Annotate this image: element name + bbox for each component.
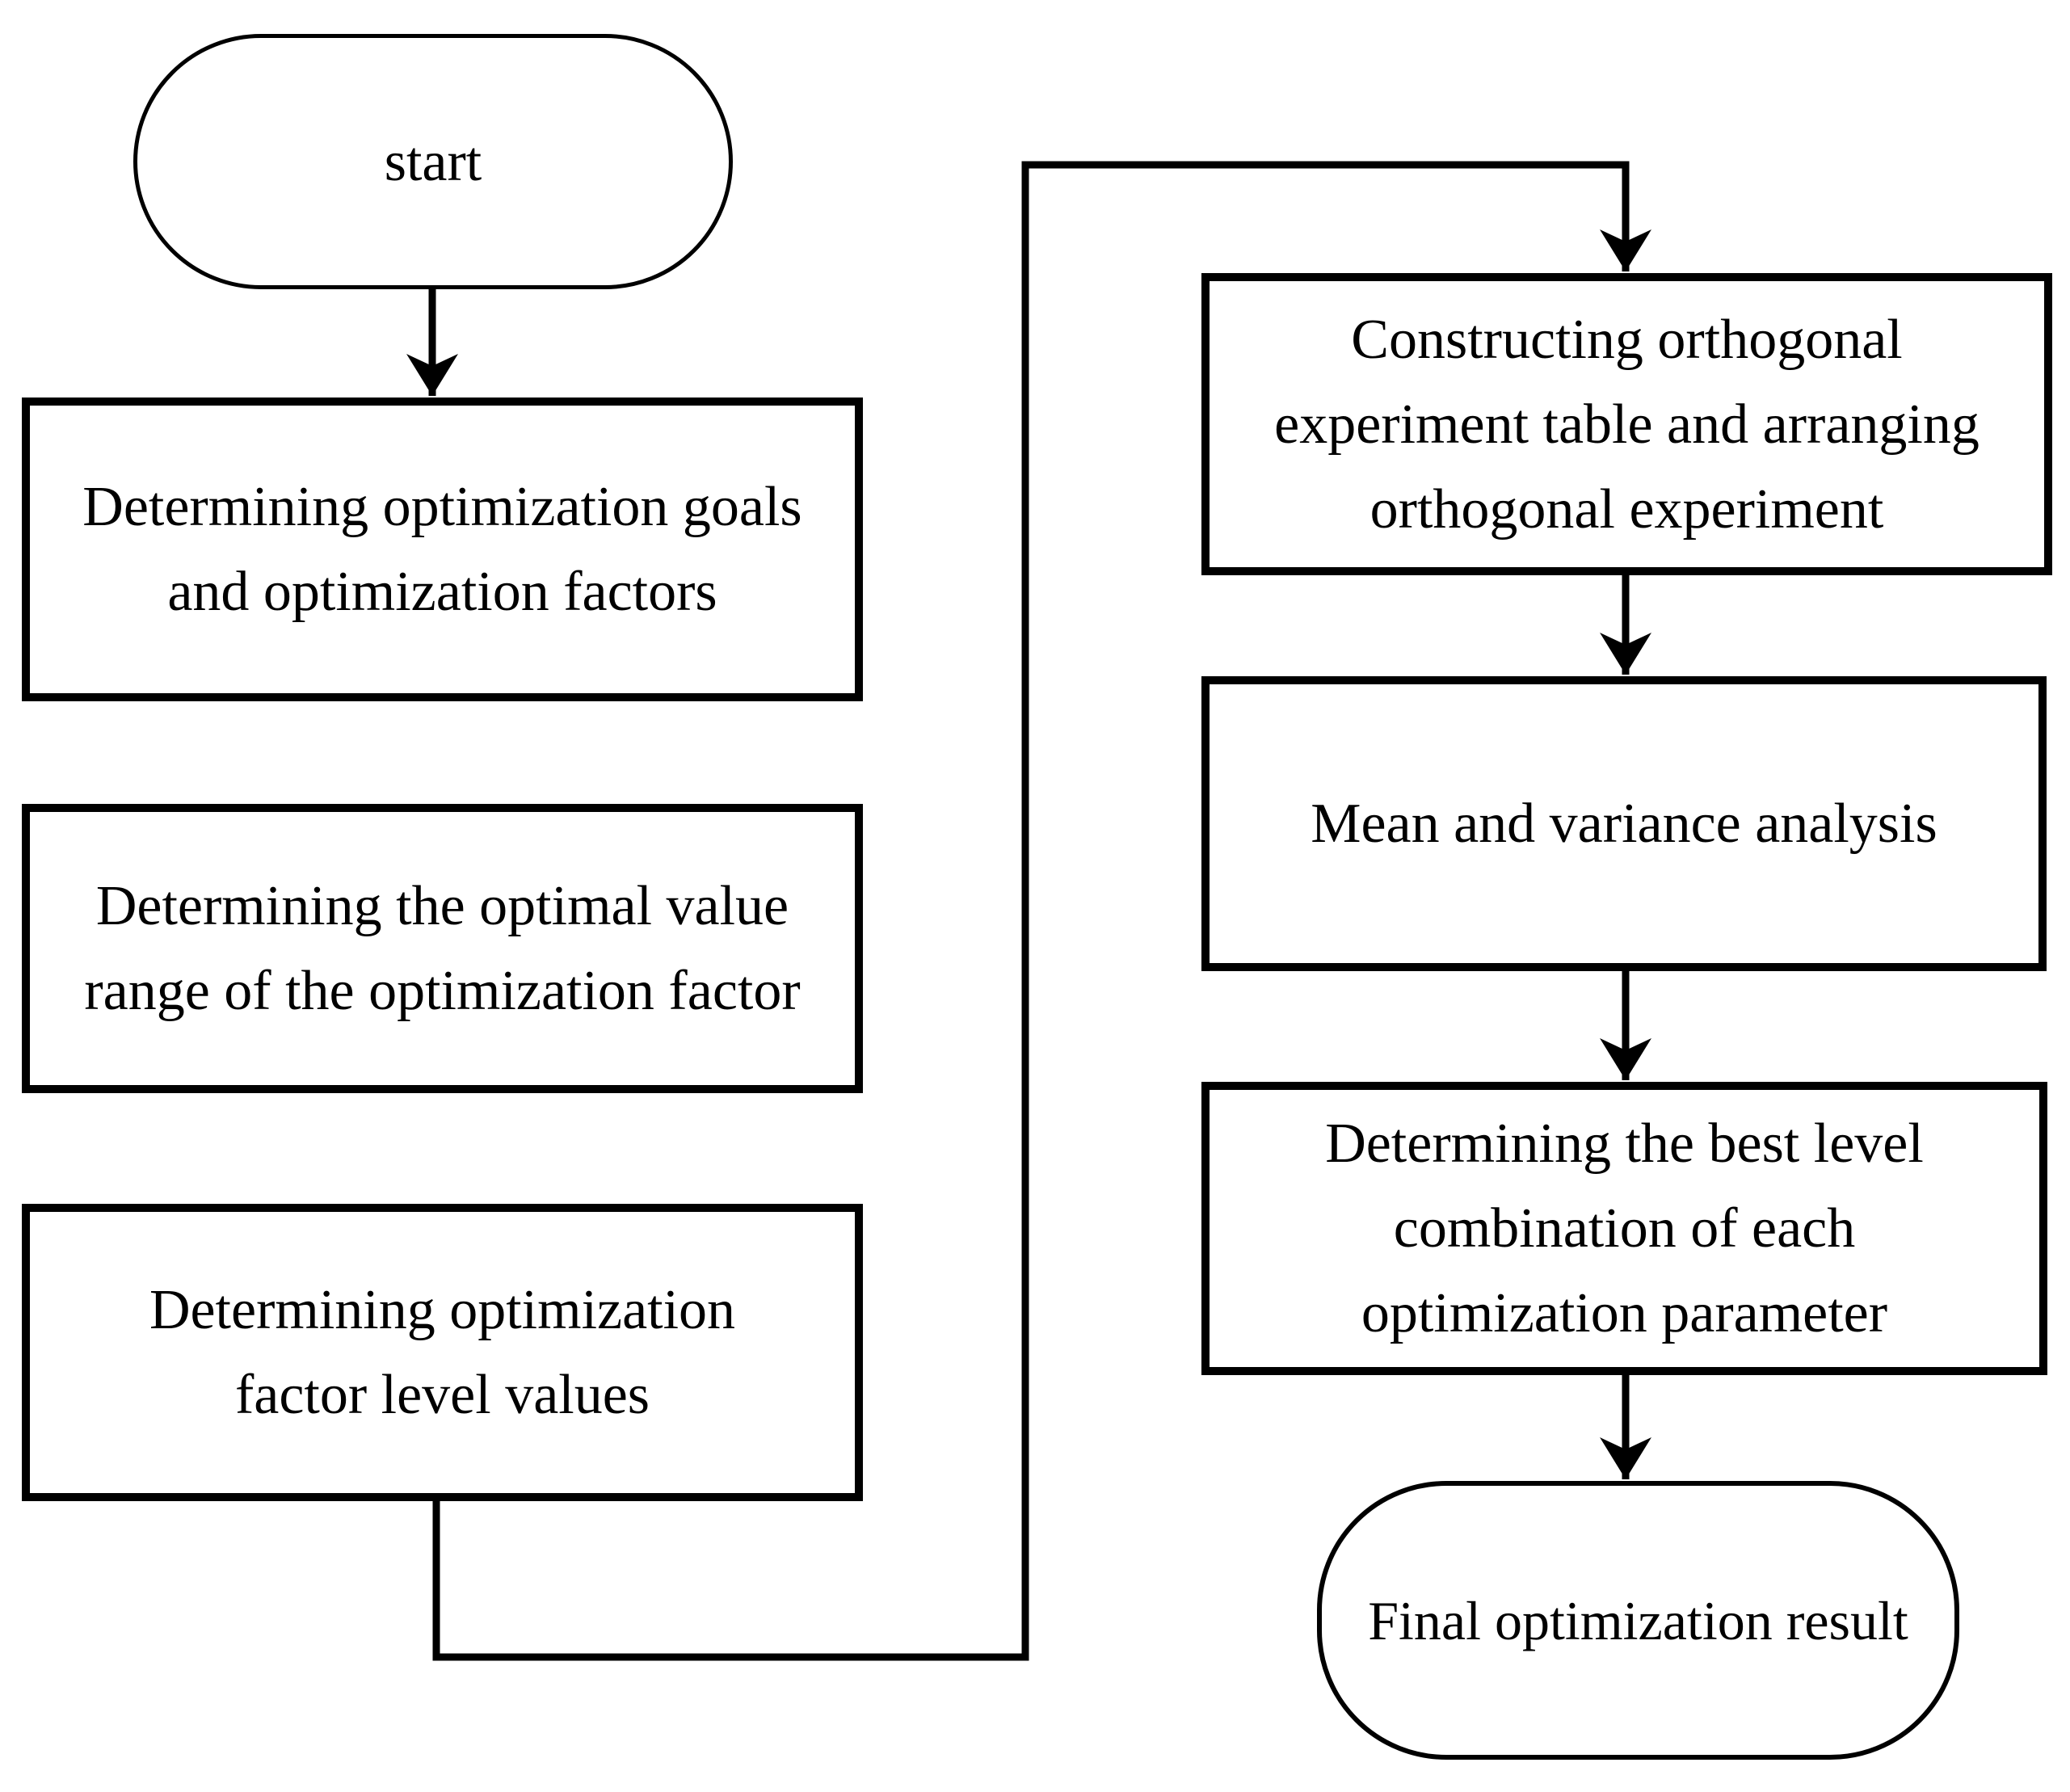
node-orthogonal-experiment: Constructing orthogonal experiment table… bbox=[1201, 273, 2052, 575]
node-start: start bbox=[133, 34, 733, 289]
node-best-level-combination: Determining the best level combination o… bbox=[1201, 1082, 2047, 1375]
node-mean-variance-analysis: Mean and variance analysis bbox=[1201, 676, 2047, 971]
node-orthogonal-experiment-label: Constructing orthogonal experiment table… bbox=[1274, 308, 1980, 541]
node-final-result-label: Final optimization result bbox=[1368, 1589, 1908, 1651]
node-start-label: start bbox=[384, 130, 482, 193]
node-optimal-value-range-label: Determining the optimal value range of t… bbox=[84, 875, 801, 1022]
node-optimal-value-range: Determining the optimal value range of t… bbox=[22, 804, 863, 1093]
node-final-result: Final optimization result bbox=[1317, 1481, 1959, 1760]
node-best-level-combination-label: Determining the best level combination o… bbox=[1325, 1113, 1924, 1344]
node-factor-level-values-label: Determining optimization factor level va… bbox=[149, 1279, 736, 1426]
node-determining-goals: Determining optimization goals and optim… bbox=[22, 398, 863, 701]
node-determining-goals-label: Determining optimization goals and optim… bbox=[82, 476, 802, 623]
node-mean-variance-analysis-label: Mean and variance analysis bbox=[1311, 793, 1937, 855]
node-factor-level-values: Determining optimization factor level va… bbox=[22, 1204, 863, 1501]
